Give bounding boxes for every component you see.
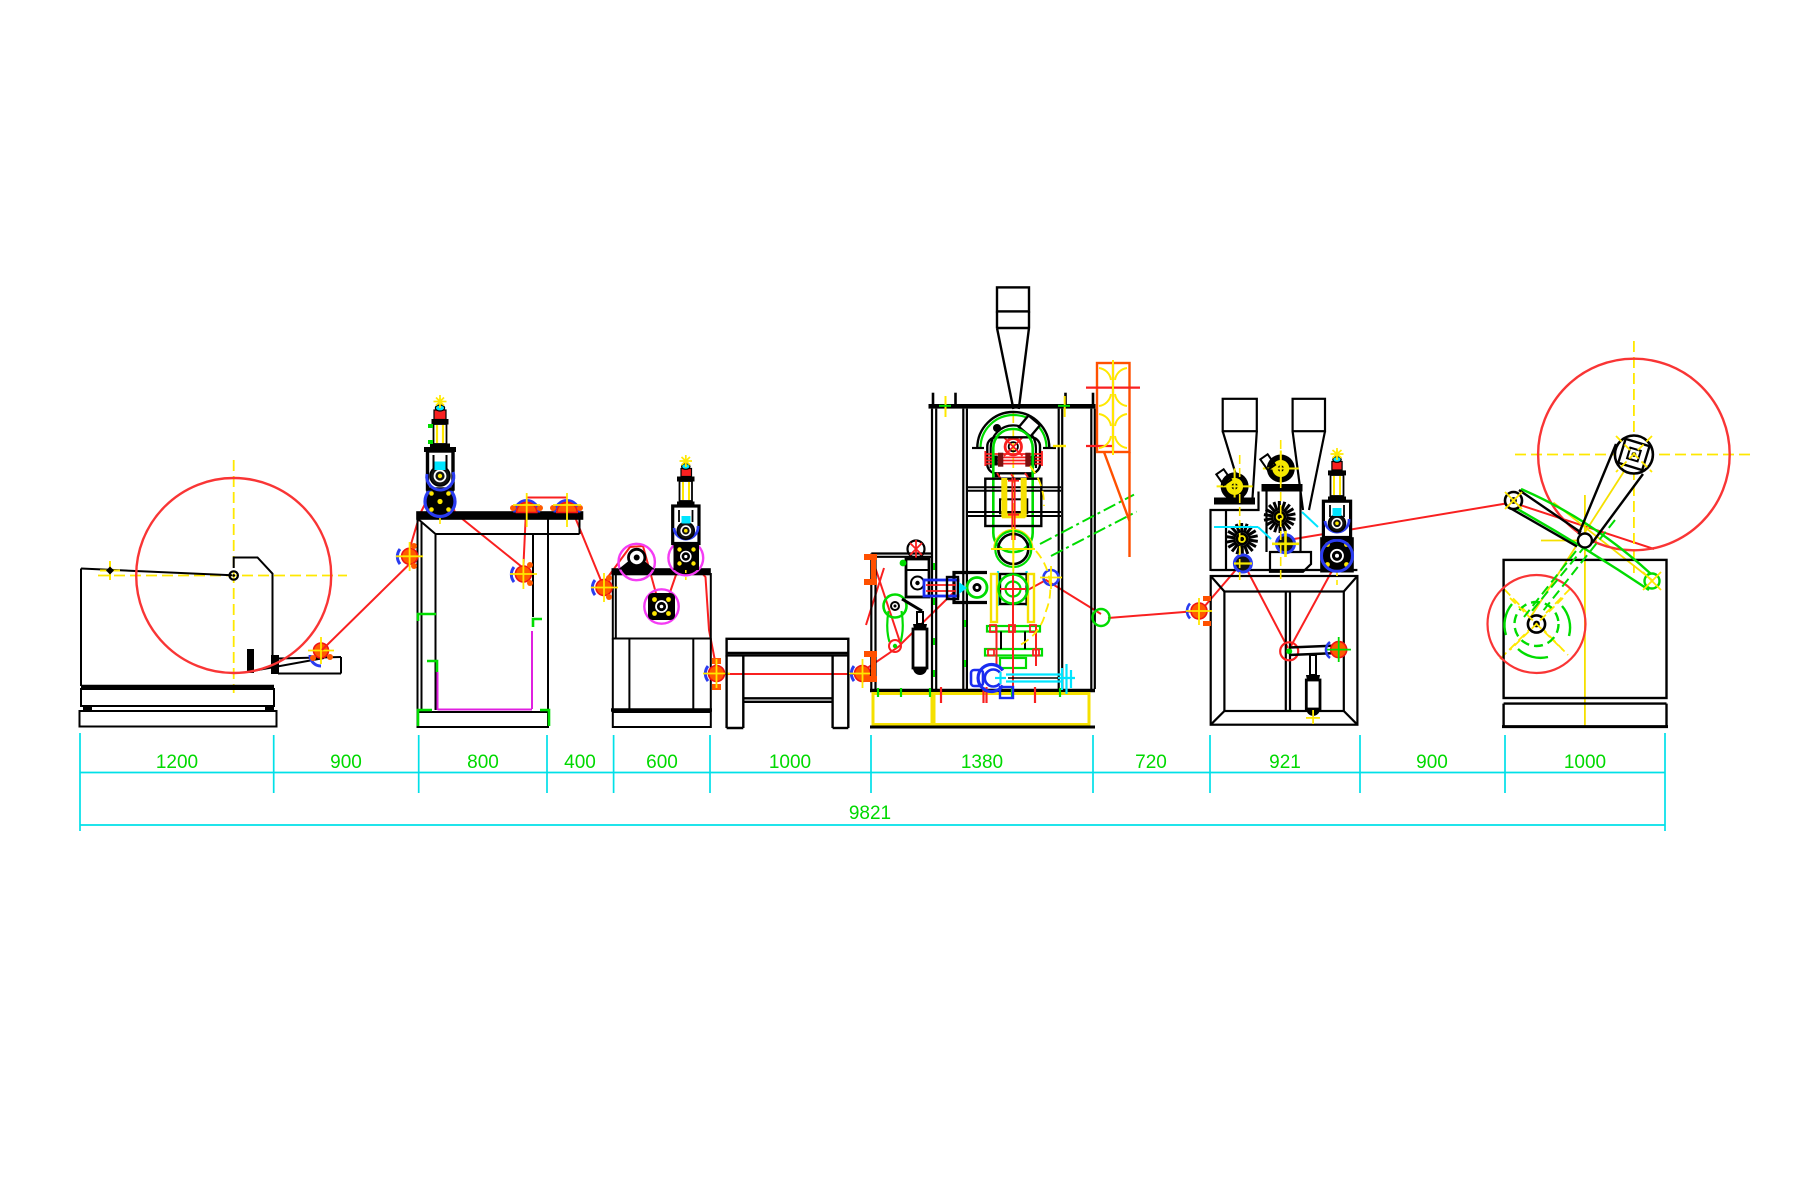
svg-text:9821: 9821	[849, 803, 891, 824]
svg-text:900: 900	[330, 752, 362, 773]
svg-text:800: 800	[467, 752, 499, 773]
svg-text:400: 400	[564, 752, 596, 773]
svg-text:600: 600	[646, 752, 678, 773]
svg-text:921: 921	[1269, 752, 1301, 773]
svg-text:1380: 1380	[961, 752, 1003, 773]
svg-text:1000: 1000	[769, 752, 811, 773]
svg-text:900: 900	[1416, 752, 1448, 773]
svg-text:1200: 1200	[156, 752, 198, 773]
svg-text:1000: 1000	[1564, 752, 1606, 773]
svg-text:720: 720	[1135, 752, 1167, 773]
